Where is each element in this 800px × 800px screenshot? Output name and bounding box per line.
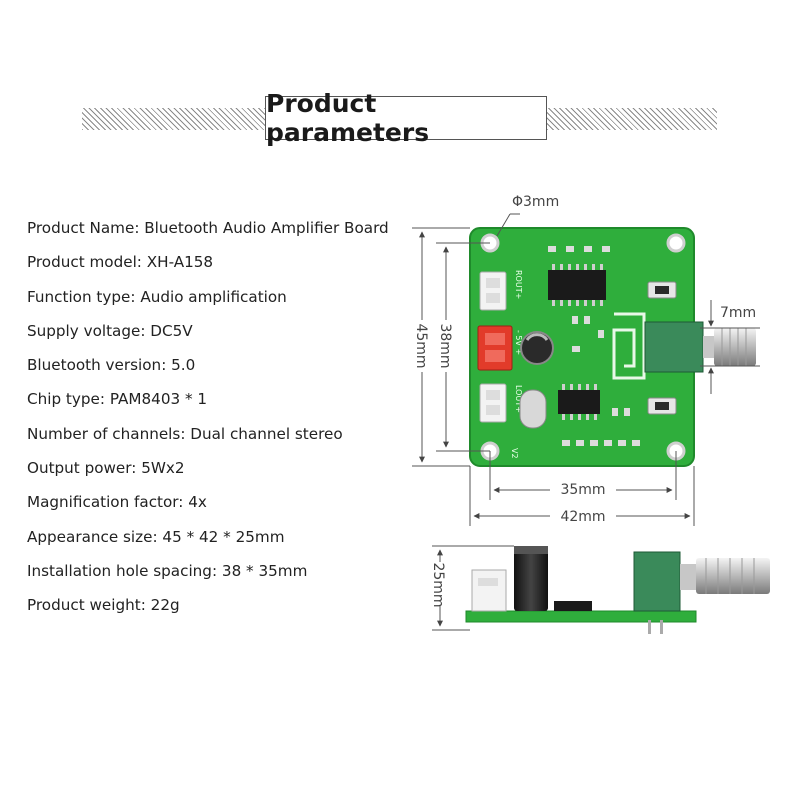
spec-value: 4x <box>188 493 207 512</box>
hole-spacing-horizontal-label: 35mm <box>560 482 605 498</box>
spec-value: Audio amplification <box>140 287 287 306</box>
crystal-oscillator <box>519 389 547 429</box>
bluetooth-antenna <box>612 312 646 380</box>
spec-label: Output power <box>27 459 132 478</box>
board-width-label: 42mm <box>560 509 605 525</box>
spec-value: 38 * 35mm <box>221 561 308 580</box>
power-connector <box>477 325 513 371</box>
spec-item: Bluetooth version: 5.0 <box>27 356 196 375</box>
pcb-top-view: ROUT+ - 5V + LOUT+ V2 <box>469 227 756 467</box>
spec-item: Supply voltage: DC5V <box>27 321 193 340</box>
spec-item: Magnification factor: 4x <box>27 493 207 512</box>
spec-label: Function type <box>27 287 131 306</box>
rout-label: ROUT+ <box>514 270 523 299</box>
spec-value: PAM8403 * 1 <box>109 390 208 409</box>
spec-item: Product Name: Bluetooth Audio Amplifier … <box>27 219 389 237</box>
chip-pins <box>552 264 603 420</box>
pcb-side-view <box>465 546 770 634</box>
mounting-hole <box>666 233 686 253</box>
spec-value: 22g <box>150 596 180 615</box>
spec-label: Magnification factor <box>27 493 179 512</box>
smd-components <box>548 246 640 446</box>
bluetooth-chip <box>548 270 606 300</box>
spec-list: Product Name: Bluetooth Audio Amplifier … <box>27 216 389 628</box>
hole-spacing-vertical-label: 38mm <box>437 323 453 368</box>
spec-item: Product weight: 22g <box>27 596 180 615</box>
side-potentiometer <box>633 551 681 612</box>
spec-item: Appearance size: 45 * 42 * 25mm <box>27 527 285 546</box>
spec-label: Product model <box>27 253 137 272</box>
spec-item: Product model: XH-A158 <box>27 253 214 272</box>
spec-label: Product Name <box>27 219 135 237</box>
title-hatch-left <box>82 108 265 130</box>
spec-value: Bluetooth Audio Amplifier Board <box>144 219 389 237</box>
spec-item: Chip type: PAM8403 * 1 <box>27 390 208 409</box>
side-height-label: 25mm <box>430 562 446 607</box>
lout-connector <box>479 383 507 423</box>
spec-value: DC5V <box>150 321 193 340</box>
spec-label: Installation hole spacing <box>27 561 212 580</box>
v2-label: V2 <box>510 448 519 459</box>
potentiometer-body <box>644 321 704 373</box>
electrolytic-capacitor <box>520 331 554 365</box>
spec-item: Installation hole spacing: 38 * 35mm <box>27 561 308 580</box>
spec-value: 5Wx2 <box>141 459 185 478</box>
power-label: - 5V + <box>514 330 523 355</box>
spec-label: Product weight <box>27 596 141 615</box>
rout-connector <box>479 271 507 311</box>
volume-knob <box>714 328 756 366</box>
spec-value: XH-A158 <box>146 253 214 272</box>
knob-shaft-label: 7mm <box>720 305 756 321</box>
spec-value: 5.0 <box>171 356 196 375</box>
side-capacitor <box>514 546 548 611</box>
spec-label: Number of channels <box>27 424 181 443</box>
spec-value: 45 * 42 * 25mm <box>162 527 285 546</box>
spec-label: Chip type <box>27 390 100 409</box>
hole-diameter-label: Φ3mm <box>512 194 559 210</box>
spec-label: Bluetooth version <box>27 356 162 375</box>
spec-item: Output power: 5Wx2 <box>27 459 185 478</box>
title-hatch-right <box>547 108 717 130</box>
spec-value: Dual channel stereo <box>190 424 343 443</box>
board-height-label: 45mm <box>413 323 429 368</box>
spec-label: Appearance size <box>27 527 153 546</box>
spec-item: Function type: Audio amplification <box>27 287 287 306</box>
side-chip <box>554 601 592 611</box>
spec-label: Supply voltage <box>27 321 141 340</box>
spec-item: Number of channels: Dual channel stereo <box>27 424 343 443</box>
side-knob <box>696 558 770 594</box>
pam8403-chip <box>558 390 600 414</box>
lout-label: LOUT+ <box>514 385 523 413</box>
side-connector <box>471 569 507 612</box>
